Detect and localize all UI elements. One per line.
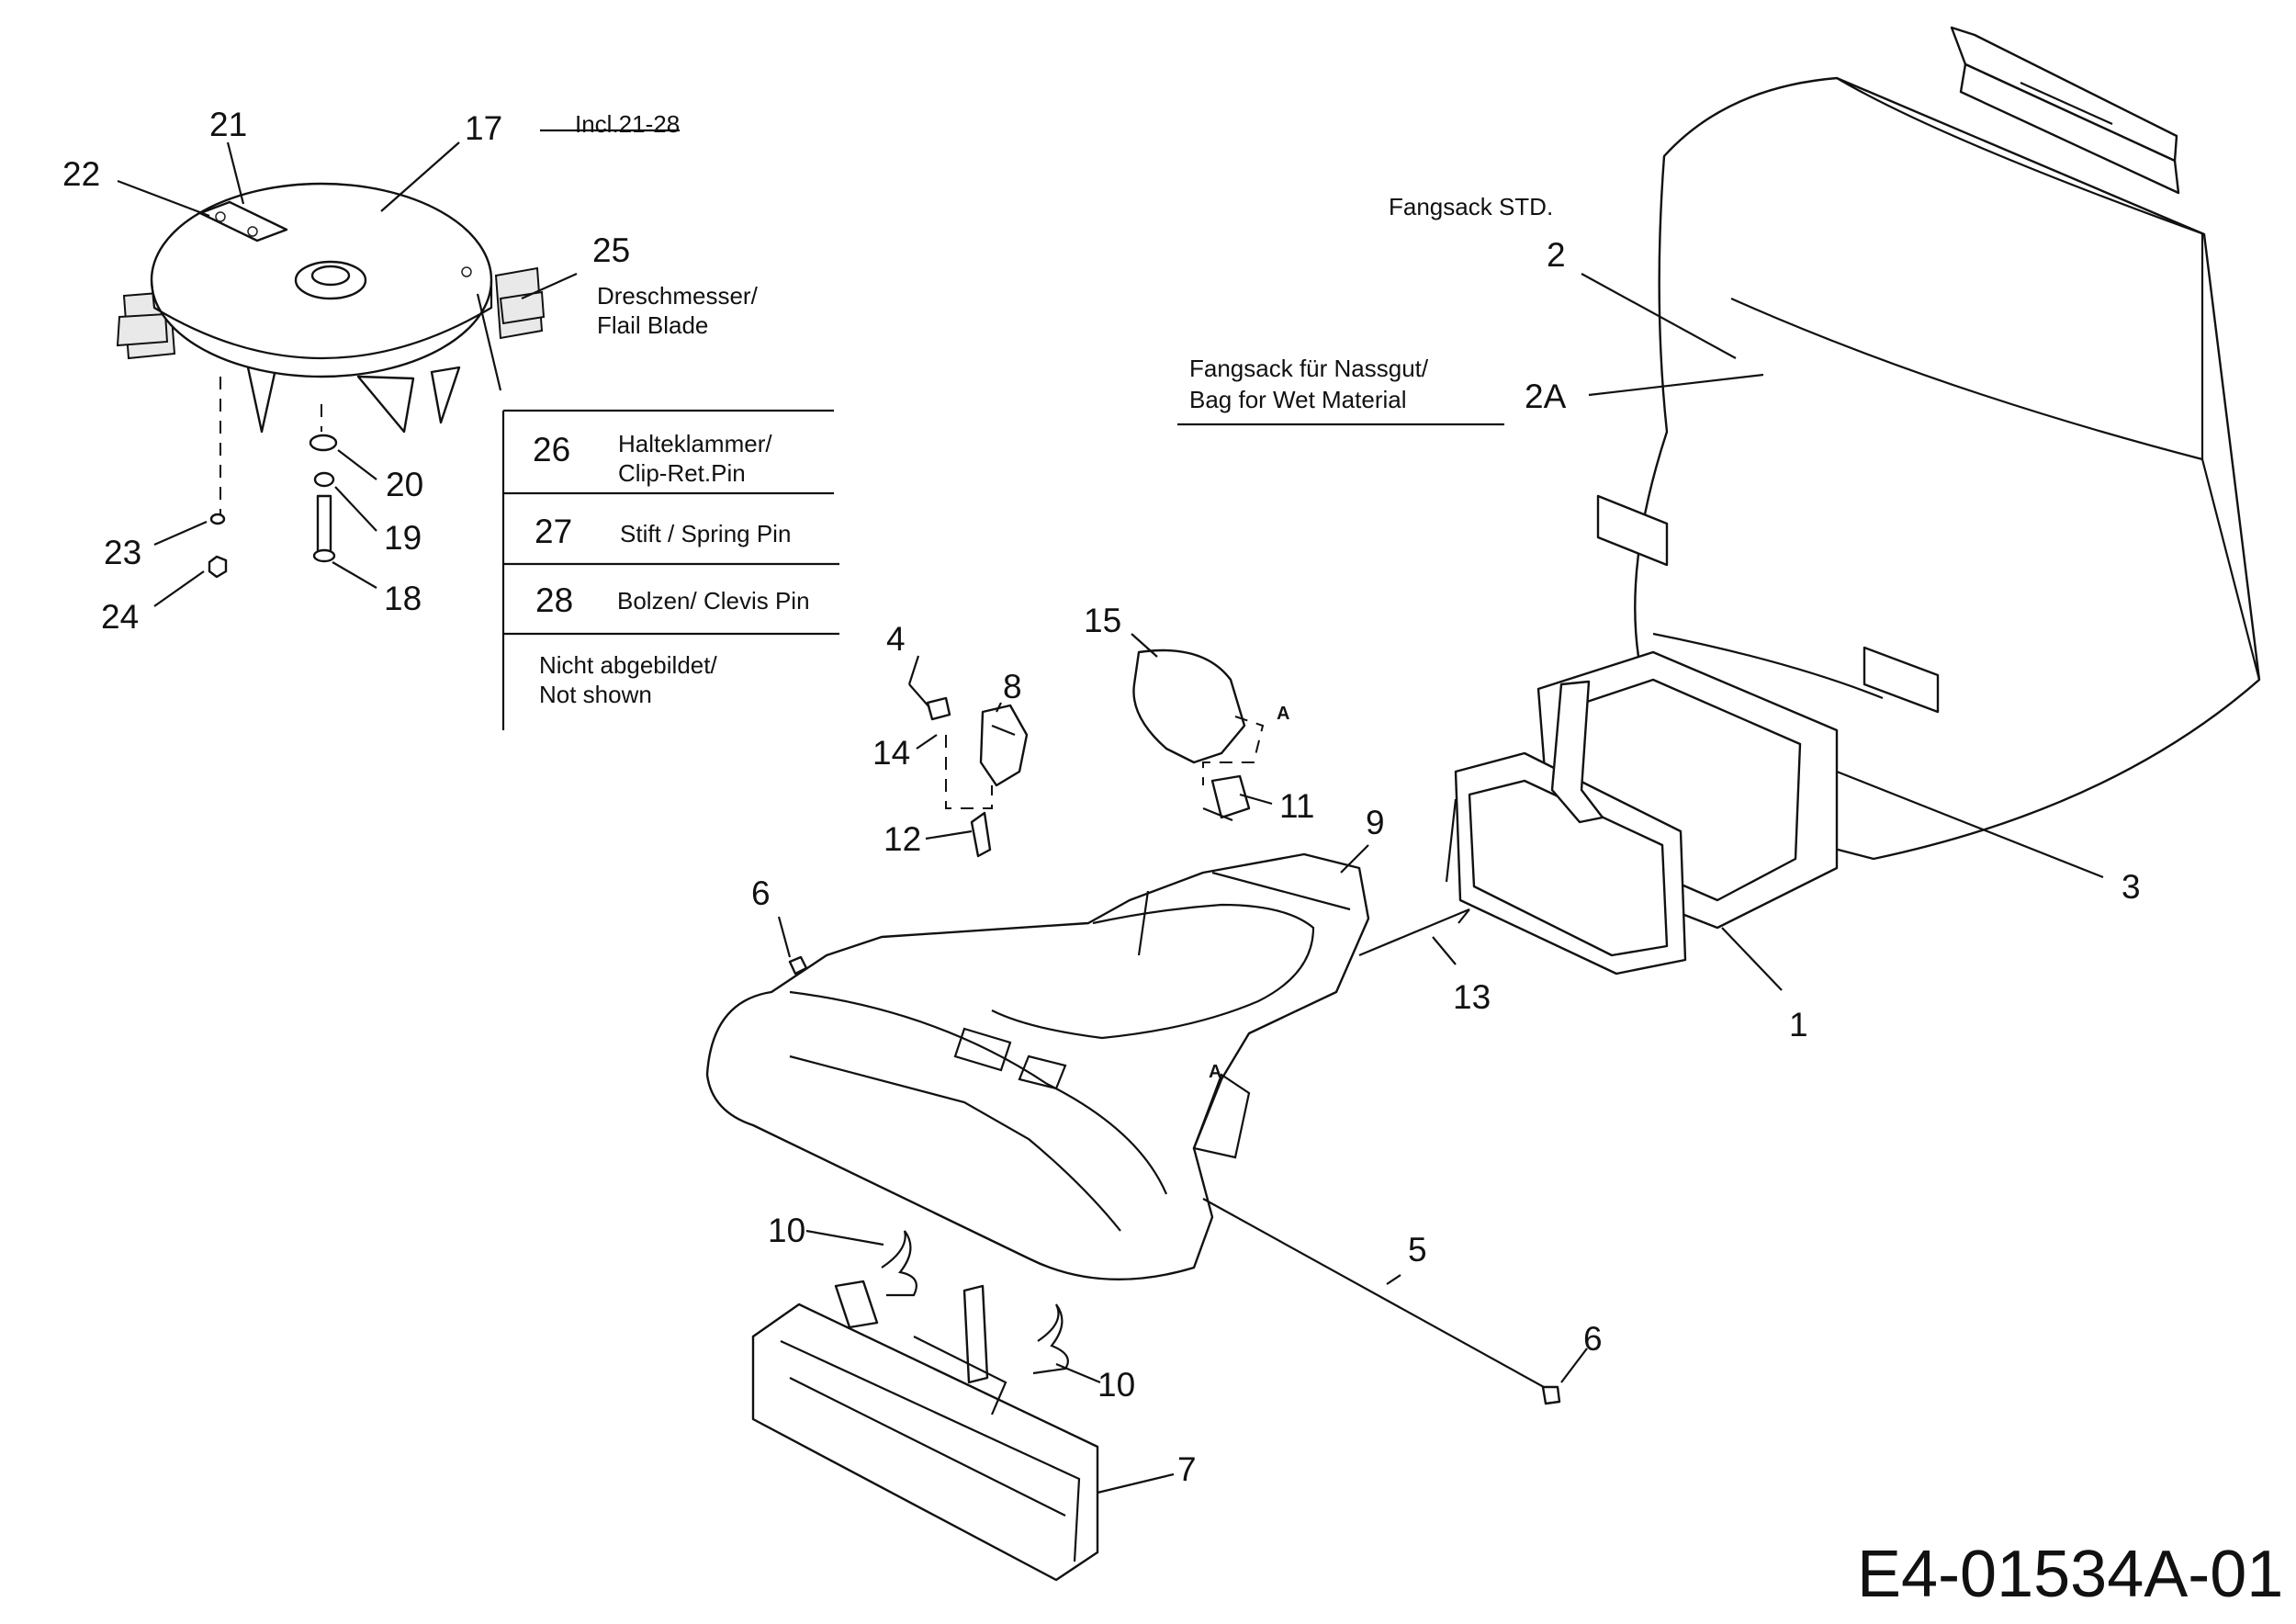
not-shown-table (501, 409, 839, 730)
callout-11: 11 (1279, 787, 1314, 825)
legend-text-27: Stift / Spring Pin (620, 520, 791, 547)
bag-wet-label-de: Fangsack für Nassgut/ (1189, 355, 1429, 382)
legend-num-27: 27 (535, 513, 572, 550)
callout-19: 19 (384, 519, 422, 557)
callout-13: 13 (1453, 978, 1491, 1016)
bag-frame (1445, 650, 1839, 976)
washer-23 (209, 513, 226, 525)
callout-18: 18 (384, 580, 422, 617)
callout-10-right: 10 (1097, 1366, 1135, 1404)
legend-text-26-en: Clip-Ret.Pin (618, 459, 746, 487)
legend-num-26: 26 (533, 431, 570, 468)
callout-25: 25 (592, 231, 630, 269)
callout-17: 17 (465, 109, 502, 147)
bag-std-label: Fangsack STD. (1389, 193, 1553, 220)
legend-num-28: 28 (535, 581, 573, 619)
grass-bag (1596, 26, 2261, 861)
callout-24: 24 (101, 598, 139, 636)
callout-14: 14 (872, 734, 910, 772)
blade-label-en: Flail Blade (597, 311, 708, 339)
incl-note: Incl.21-28 (575, 110, 680, 138)
callout-6-lower: 6 (1583, 1320, 1603, 1358)
not-shown-de: Nicht abgebildet/ (539, 651, 717, 679)
callout-8: 8 (1003, 668, 1022, 705)
nut-19 (313, 471, 335, 488)
callout-22: 22 (62, 155, 100, 193)
bag-leaders (1177, 273, 2104, 991)
flail-disc-assembly (116, 182, 546, 579)
washer-20 (309, 434, 338, 452)
chute-housing (705, 852, 1370, 1281)
legend-text-26-de: Halteklammer/ (618, 430, 772, 457)
callout-6-upper: 6 (751, 874, 771, 912)
callout-1: 1 (1789, 1006, 1808, 1043)
callout-21: 21 (209, 106, 247, 143)
marker-a-upper: A (1277, 704, 1289, 724)
callout-3: 3 (2122, 868, 2141, 906)
callout-10-left: 10 (768, 1212, 805, 1249)
springs (881, 1230, 1069, 1375)
not-shown-en: Not shown (539, 681, 652, 708)
callout-2a: 2A (1525, 378, 1567, 415)
callout-12: 12 (884, 820, 921, 858)
latch-parts (788, 648, 1561, 1405)
drawing-code: E4-01534A-01 (1857, 1538, 2283, 1611)
legend-text-28: Bolzen/ Clevis Pin (617, 587, 810, 615)
bolt-18 (316, 494, 332, 553)
disc-leaders (117, 129, 680, 607)
marker-a-lower: A (1209, 1062, 1221, 1082)
middle-leaders (777, 633, 1588, 1494)
bag-wet-label-en: Bag for Wet Material (1189, 386, 1407, 413)
blade-label-de: Dreschmesser/ (597, 282, 759, 310)
callout-2: 2 (1547, 236, 1566, 274)
callout-7: 7 (1177, 1450, 1197, 1488)
callout-23: 23 (104, 534, 141, 571)
callout-5: 5 (1408, 1231, 1427, 1269)
nut-24 (208, 555, 228, 579)
callout-9: 9 (1366, 804, 1385, 841)
callout-15: 15 (1084, 602, 1121, 639)
callout-4: 4 (886, 620, 906, 658)
flap (751, 1280, 1099, 1582)
callout-20: 20 (386, 466, 423, 503)
